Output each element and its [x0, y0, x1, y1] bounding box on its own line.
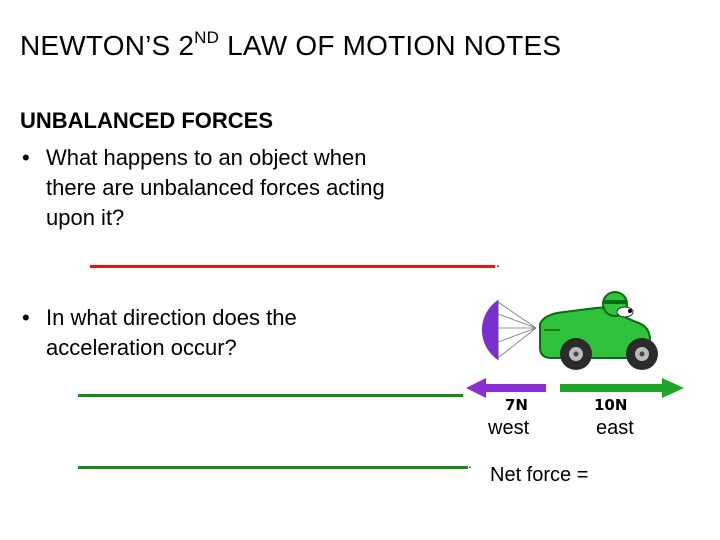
- bullet-2-line-2: acceleration occur?: [46, 335, 237, 360]
- section-heading: UNBALANCED FORCES: [20, 108, 273, 133]
- left-force-arrow: [466, 378, 546, 398]
- answer-line-red: [90, 265, 495, 268]
- bullet-2-line-1: In what direction does the: [46, 305, 297, 330]
- west-label: west: [488, 417, 530, 439]
- bullet-1-line-2: there are unbalanced forces acting: [46, 175, 385, 200]
- page-title: NEWTON’S 2ND LAW OF MOTION NOTES: [20, 28, 562, 61]
- answer-line-period: .: [496, 254, 500, 270]
- bullet-1-line-3: upon it?: [46, 205, 125, 230]
- car-force-diagram: [466, 291, 684, 398]
- answer-line-period: .: [468, 455, 472, 471]
- answer-line-green-1: [78, 394, 463, 397]
- bullet-marker: •: [22, 305, 30, 330]
- right-force-arrow: [560, 378, 684, 398]
- left-force-label: 7N: [505, 396, 528, 414]
- right-force-label: 10N: [594, 396, 628, 414]
- bullet-question-1: • What happens to an object when there a…: [22, 144, 502, 234]
- race-car-icon: [539, 291, 658, 370]
- parachute-icon: [481, 300, 537, 360]
- bullet-question-2: • In what direction does the acceleratio…: [22, 304, 402, 364]
- bullet-1-line-1: What happens to an object when: [46, 145, 367, 170]
- net-force-label: Net force =: [490, 464, 589, 486]
- answer-line-green-2: [78, 466, 468, 469]
- east-label: east: [596, 417, 634, 439]
- bullet-marker: •: [22, 145, 30, 170]
